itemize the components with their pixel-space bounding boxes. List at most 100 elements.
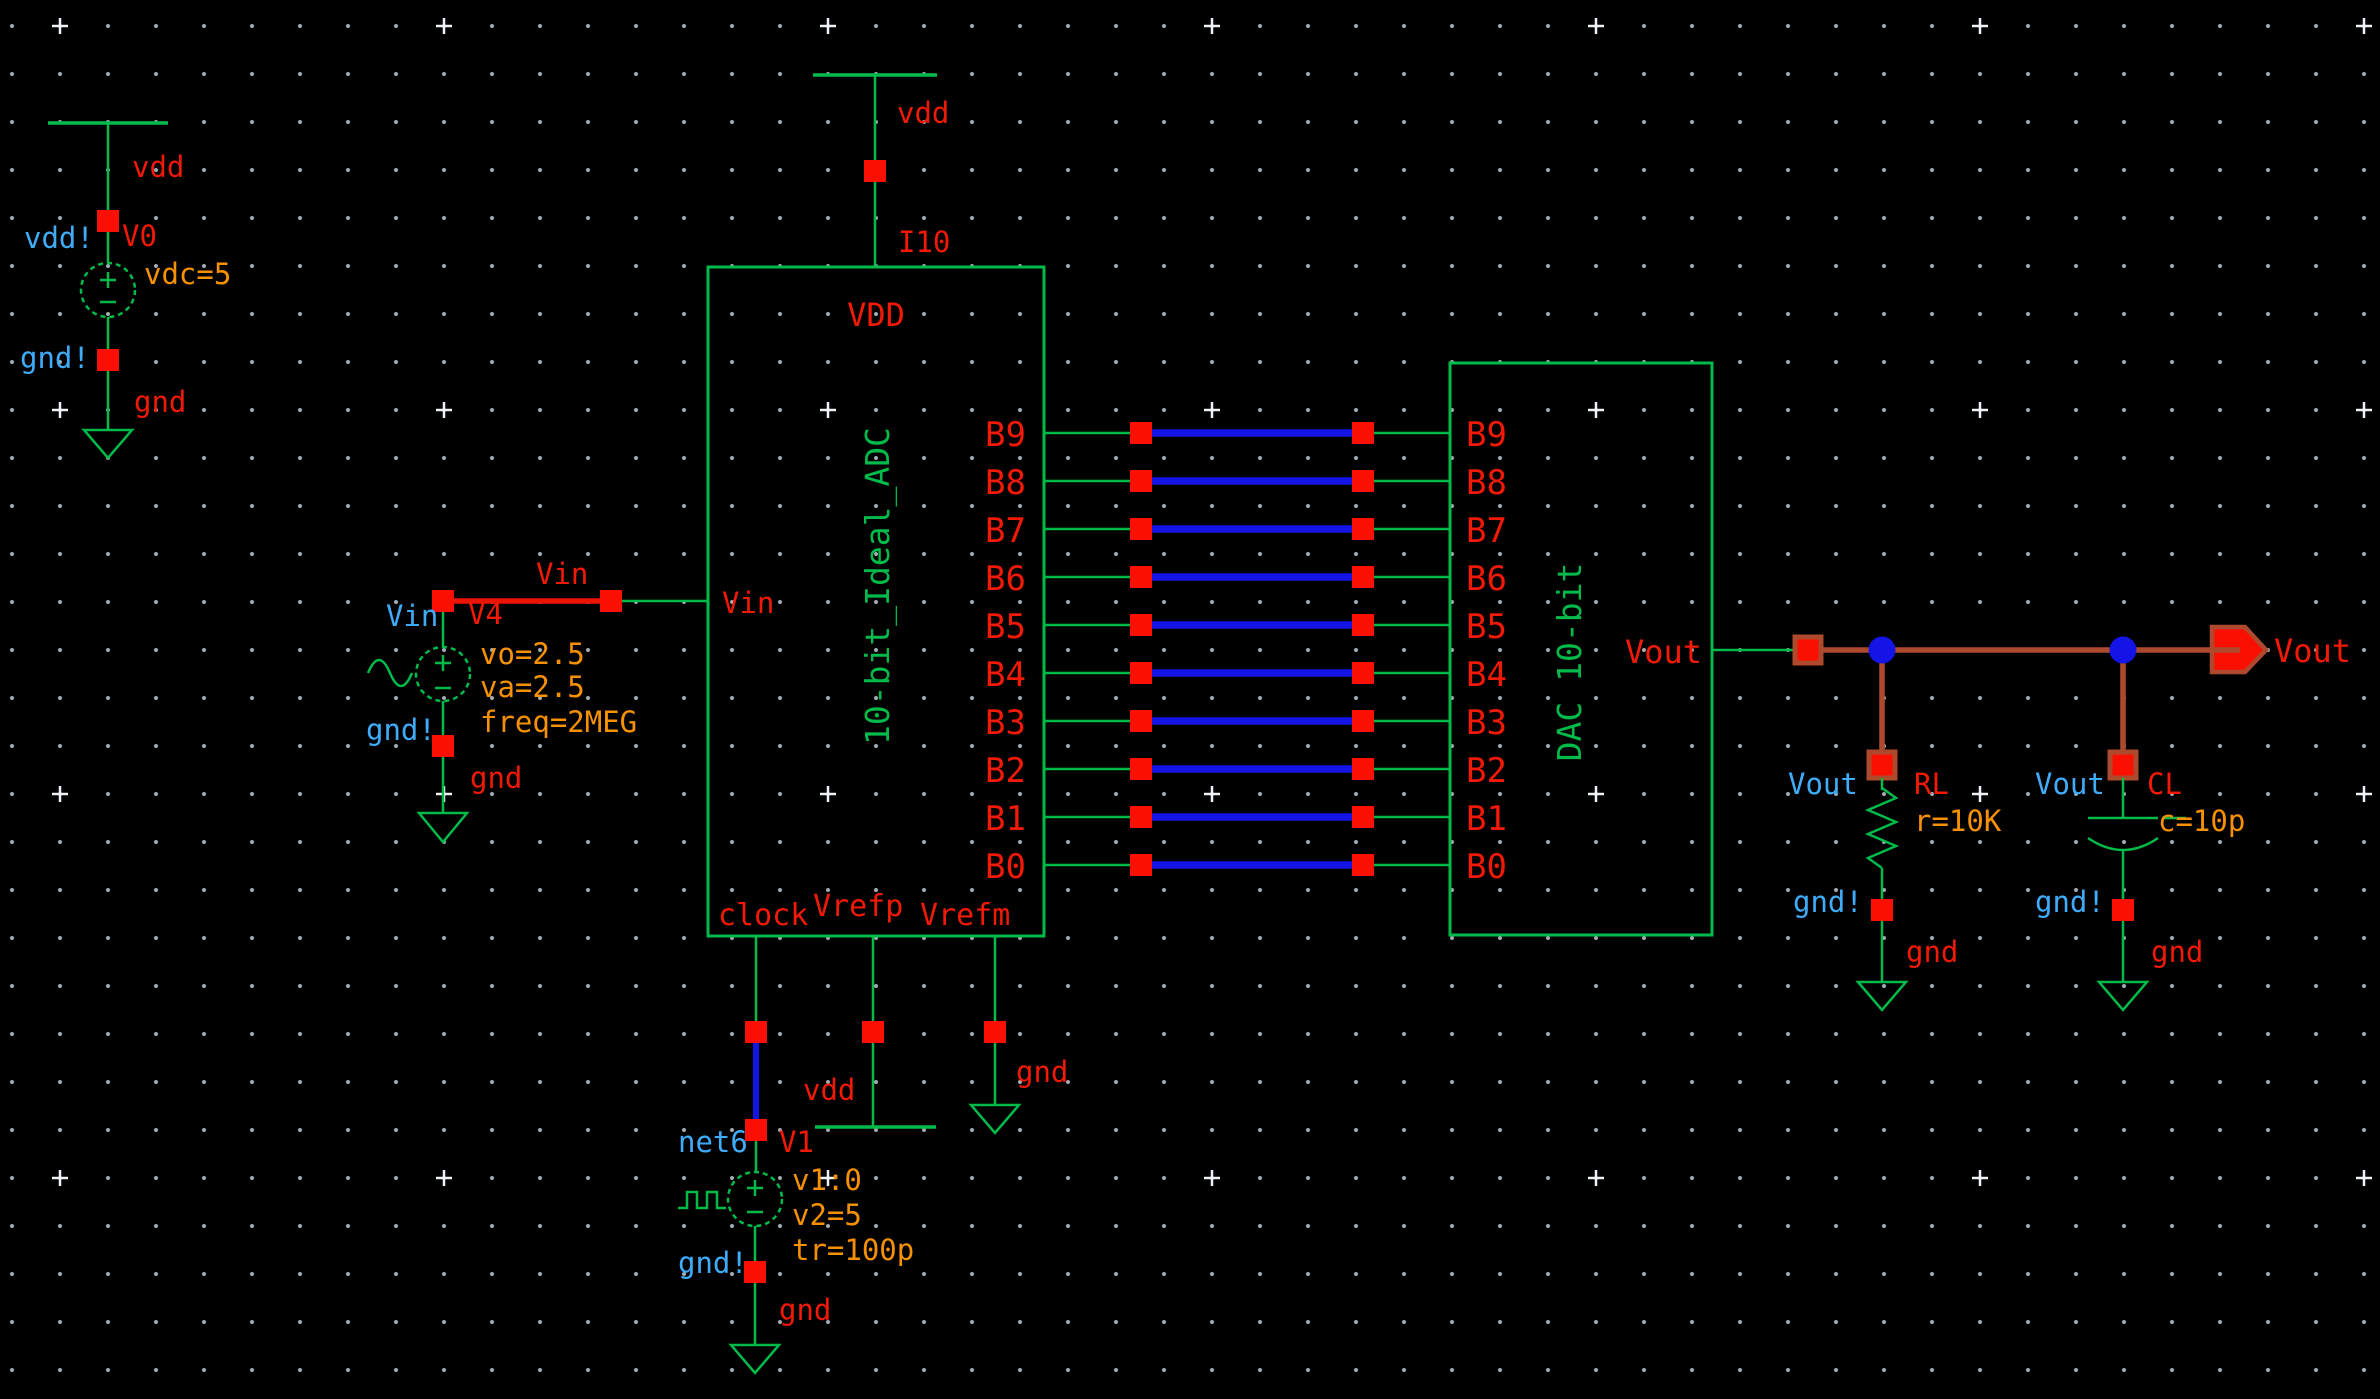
dac-pin-B1-label[interactable]: B1 xyxy=(1466,799,1507,839)
solder-square[interactable] xyxy=(1352,854,1374,876)
solder-square[interactable] xyxy=(1130,806,1152,828)
solder-square[interactable] xyxy=(600,590,622,612)
solder-square[interactable] xyxy=(1352,566,1374,588)
gnd-symbol[interactable] xyxy=(2096,980,2150,1012)
solder-square[interactable] xyxy=(745,1119,767,1141)
solder-square[interactable] xyxy=(1352,614,1374,636)
dac-title[interactable]: DAC 10-bit xyxy=(1550,563,1589,762)
adc-title[interactable]: 10-bit_Ideal_ADC xyxy=(858,427,898,745)
gnd-symbol[interactable] xyxy=(968,1103,1022,1135)
solder-square[interactable] xyxy=(984,1021,1006,1043)
instance-label[interactable]: V4 xyxy=(468,597,503,631)
solder-square[interactable] xyxy=(1352,758,1374,780)
adc-pin-B2-label[interactable]: B2 xyxy=(985,751,1026,791)
pin-label-vrefm[interactable]: Vrefm xyxy=(920,898,1010,933)
solder-square[interactable] xyxy=(1130,758,1152,780)
global-net-label[interactable]: gnd! xyxy=(2035,885,2105,919)
instance-label[interactable]: I10 xyxy=(898,225,950,259)
property-label[interactable]: c=10p xyxy=(2158,804,2245,838)
dac-pin-B0-label[interactable]: B0 xyxy=(1466,847,1507,887)
solder-square[interactable] xyxy=(2107,749,2139,781)
net-label[interactable]: gnd xyxy=(1016,1055,1068,1089)
dac-pin-B7-label[interactable]: B7 xyxy=(1466,511,1507,551)
net-label[interactable]: gnd xyxy=(134,385,186,419)
solder-square[interactable] xyxy=(1352,422,1374,444)
gnd-symbol[interactable] xyxy=(416,811,470,844)
pin-label-vout[interactable]: Vout xyxy=(1625,633,1702,671)
net-label[interactable]: gnd xyxy=(2151,935,2203,969)
global-net-label[interactable]: vdd! xyxy=(24,221,94,255)
adc-pin-B4-label[interactable]: B4 xyxy=(985,655,1026,695)
vout-net[interactable]: Vout xyxy=(1792,624,2351,781)
property-label[interactable]: v2=5 xyxy=(792,1198,862,1232)
net-label[interactable]: vdd xyxy=(897,96,949,130)
solder-square[interactable] xyxy=(1352,806,1374,828)
solder-square[interactable] xyxy=(432,590,454,612)
property-label[interactable]: vdc=5 xyxy=(144,257,231,291)
property-label[interactable]: freq=2MEG xyxy=(480,705,637,739)
dac-pin-B4-label[interactable]: B4 xyxy=(1466,655,1507,695)
adc-body[interactable] xyxy=(706,265,1046,938)
vsource-circle[interactable] xyxy=(726,1170,784,1228)
dac-pin-B3-label[interactable]: B3 xyxy=(1466,703,1507,743)
dac-pin-B5-label[interactable]: B5 xyxy=(1466,607,1507,647)
solder-square[interactable] xyxy=(1352,518,1374,540)
net-label[interactable]: Vin xyxy=(386,599,438,633)
solder-square[interactable] xyxy=(1866,749,1898,781)
pin-label-vin[interactable]: Vin xyxy=(722,586,774,620)
adc-pin-B7-label[interactable]: B7 xyxy=(985,511,1026,551)
instance-label[interactable]: CL xyxy=(2147,767,2182,801)
solder-square[interactable] xyxy=(97,349,119,371)
net-label[interactable]: vdd xyxy=(803,1073,855,1107)
wire-net-name[interactable]: Vin xyxy=(536,557,588,591)
junction-dot[interactable] xyxy=(1868,636,1896,664)
adc-pin-B1-label[interactable]: B1 xyxy=(985,799,1026,839)
vrefm-branch[interactable]: gnd xyxy=(968,936,1068,1135)
solder-square[interactable] xyxy=(862,1021,884,1043)
solder-square[interactable] xyxy=(1130,854,1152,876)
pin-label-vrefp[interactable]: Vrefp xyxy=(813,889,903,924)
solder-square[interactable] xyxy=(1130,566,1152,588)
property-label[interactable]: va=2.5 xyxy=(480,670,585,704)
property-label[interactable]: r=10K xyxy=(1914,804,2002,838)
net-label[interactable]: Vout xyxy=(1788,767,1858,801)
pin-label-clock[interactable]: clock xyxy=(718,898,808,933)
adc-instance[interactable]: vdd I10 VDD Vin 10-bit_Ideal_ADC clock V… xyxy=(706,73,1046,938)
output-pin-label[interactable]: Vout xyxy=(2274,632,2351,670)
dac-pin-B8-label[interactable]: B8 xyxy=(1466,463,1507,503)
instance-label[interactable]: V0 xyxy=(122,219,157,253)
net-label[interactable]: gnd xyxy=(1906,935,1958,969)
global-net-label[interactable]: gnd! xyxy=(678,1246,748,1280)
capacitor-curved-plate-icon[interactable] xyxy=(2087,836,2159,852)
cl-capacitor[interactable]: Vout CL c=10p gnd! gnd xyxy=(2035,767,2245,1012)
property-label[interactable]: tr=100p xyxy=(792,1233,914,1267)
solder-square[interactable] xyxy=(1871,899,1893,921)
v1-pulse-source[interactable]: net6 V1 v1:0 v2=5 tr=100p gnd! gnd xyxy=(678,1125,914,1375)
net-label[interactable]: gnd xyxy=(470,761,522,795)
global-net-label[interactable]: gnd! xyxy=(366,713,436,747)
net-label[interactable]: Vout xyxy=(2035,767,2105,801)
solder-square[interactable] xyxy=(745,1021,767,1043)
property-label[interactable]: v1:0 xyxy=(792,1163,862,1197)
solder-square[interactable] xyxy=(1352,470,1374,492)
solder-square[interactable] xyxy=(432,735,454,757)
dac-pin-B9-label[interactable]: B9 xyxy=(1466,415,1507,455)
solder-square[interactable] xyxy=(864,160,886,182)
v4-sine-source[interactable]: Vin Vin V4 vo=2.5 va=2.5 freq=2MEG gnd! … xyxy=(366,557,708,844)
v0-dc-supply[interactable]: vdd vdd! V0 vdc=5 gnd! gnd xyxy=(20,121,231,460)
adc-pin-B3-label[interactable]: B3 xyxy=(985,703,1026,743)
adc-pin-B9-label[interactable]: B9 xyxy=(985,415,1026,455)
instance-label[interactable]: V1 xyxy=(779,1125,814,1159)
solder-square[interactable] xyxy=(1352,662,1374,684)
global-net-label[interactable]: gnd! xyxy=(1793,885,1863,919)
solder-square[interactable] xyxy=(744,1261,766,1283)
dac-instance[interactable]: DAC 10-bit Vout xyxy=(1448,361,1796,937)
rl-resistor[interactable]: Vout RL r=10K gnd! gnd xyxy=(1788,767,2002,1012)
pin-label-vdd[interactable]: VDD xyxy=(847,296,905,334)
solder-square[interactable] xyxy=(1130,470,1152,492)
adc-pin-B8-label[interactable]: B8 xyxy=(985,463,1026,503)
dac-pin-B6-label[interactable]: B6 xyxy=(1466,559,1507,599)
instance-label[interactable]: RL xyxy=(1914,767,1949,801)
vrefp-branch[interactable]: vdd xyxy=(803,936,936,1129)
